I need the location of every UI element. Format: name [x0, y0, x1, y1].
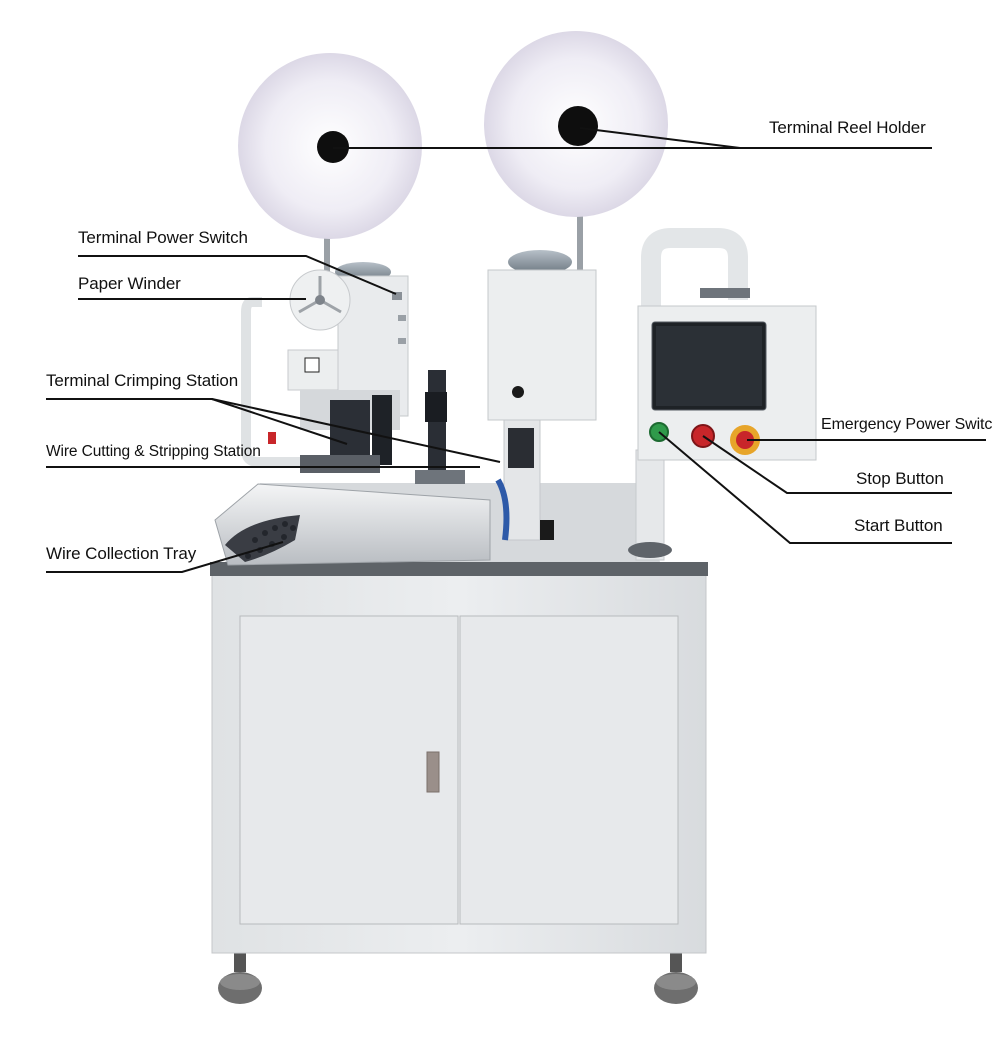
terminal-reel-right: [484, 31, 668, 217]
label-wire-cutting-stripping-station: Wire Cutting & Stripping Station: [46, 443, 261, 460]
leader-line-stop: [702, 435, 952, 494]
label-emergency-power-switch: Emergency Power Switch: [821, 416, 992, 433]
machine-cabinet: [211, 572, 707, 954]
leader-line-tray: [46, 541, 284, 573]
left-crimping-head: [241, 262, 409, 473]
terminal-reel-left: [238, 53, 422, 239]
wire-cutting-unit: [415, 370, 465, 484]
right-crimping-head: [487, 250, 597, 541]
leader-line-start: [658, 431, 952, 544]
label-terminal-reel-holder: Terminal Reel Holder: [769, 118, 926, 137]
label-terminal-power-switch: Terminal Power Switch: [78, 228, 248, 247]
machine-feet: [218, 950, 698, 1004]
label-stop-button: Stop Button: [856, 469, 944, 488]
control-arm: [628, 228, 750, 561]
leader-line-power: [78, 255, 397, 295]
label-start-button: Start Button: [854, 516, 943, 535]
label-wire-collection-tray: Wire Collection Tray: [46, 544, 197, 563]
control-panel: [637, 305, 817, 461]
leader-line-reel-right: [579, 127, 741, 149]
leader-line-crimp-2: [211, 398, 501, 463]
leader-lines: [46, 127, 986, 573]
table-top: [210, 562, 708, 576]
label-terminal-crimping-station: Terminal Crimping Station: [46, 371, 239, 390]
label-paper-winder: Paper Winder: [78, 274, 181, 293]
wire-collection-tray: [214, 483, 491, 566]
